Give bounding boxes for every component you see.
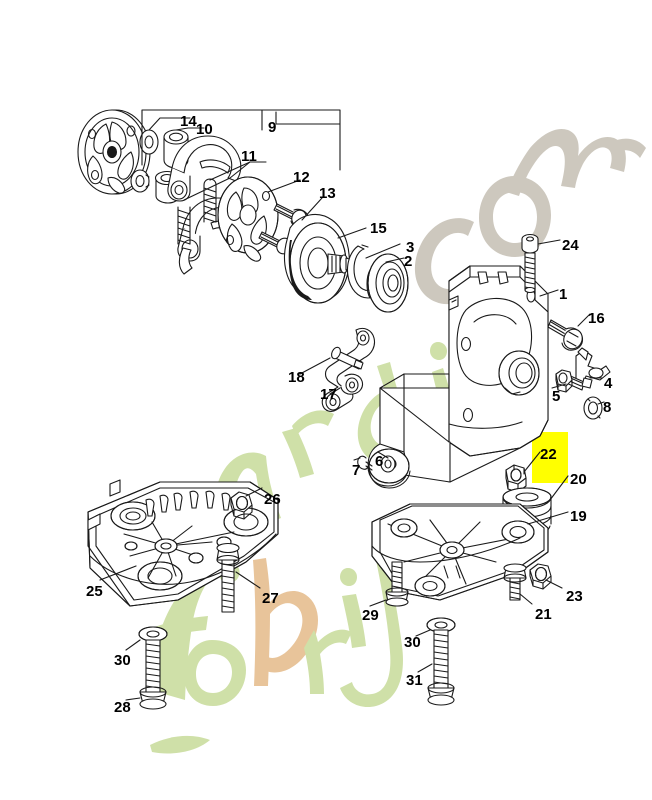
- hex-screw-28: [139, 639, 167, 710]
- compression-spring-20: [499, 487, 552, 547]
- callout-number-2-grooved-ball-bearing: 2: [404, 253, 413, 270]
- gear-housing-25: [87, 479, 279, 607]
- cheese-head-screw-24: [521, 233, 539, 294]
- callout-number-24-cheese-head-screw: 24: [562, 237, 579, 254]
- clutch-spider-plate: [77, 109, 151, 195]
- highlight-box-part-22: [532, 432, 568, 483]
- callout-number-8-washer: 8: [603, 399, 612, 416]
- cotter-pin-7: [357, 455, 373, 471]
- clutch-shoe-upper: [167, 135, 242, 202]
- callout-number-25-gear-housing: 25: [86, 583, 103, 600]
- callout-number-11-clutch-spring: 11: [241, 148, 257, 165]
- callout-number-5-nut: 5: [552, 388, 561, 405]
- spline-screw-16: [547, 319, 584, 351]
- callout-number-12-clutch-carrier: 12: [293, 169, 310, 186]
- callout-number-10-bush: 10: [196, 121, 213, 138]
- washer-6: [380, 455, 396, 473]
- hex-nut-26: [230, 491, 253, 520]
- clutch-drum-15: [283, 213, 353, 304]
- callout-number-15-clutch-drum: 15: [370, 220, 387, 237]
- callout-number-22-hex-nut: 22: [540, 446, 557, 463]
- washer-small-lower: [130, 169, 150, 193]
- tensioner-shaft-4: [563, 347, 611, 391]
- hex-nut-23: [529, 563, 552, 590]
- callout-number-17-clutch-lever: 17: [320, 386, 337, 403]
- callout-number-31-hex-screw: 31: [406, 672, 423, 689]
- callout-number-14-washer: 14: [180, 113, 197, 130]
- callout-number-18-clevis-pin: 18: [288, 369, 305, 386]
- callout-number-3-circlip: 3: [406, 239, 415, 256]
- callout-number-16-spline-screw: 16: [588, 310, 605, 327]
- callout-number-26-hex-nut: 26: [264, 491, 281, 508]
- callout-number-1-clutch-housing: 1: [559, 286, 568, 303]
- callout-number-6-washer: 6: [375, 453, 384, 470]
- washer-8: [583, 396, 603, 420]
- clutch-spring-lower: [177, 206, 191, 245]
- callout-number-30-washer: 30: [114, 652, 131, 669]
- hex-nut-22: [505, 464, 527, 493]
- callout-number-9-clutch-assembly: 9: [268, 119, 277, 136]
- hex-screw-27: [216, 542, 240, 613]
- hex-screw-29: [385, 561, 409, 607]
- callout-number-4-tensioner-shaft: 4: [604, 375, 613, 392]
- clutch-housing-1: [367, 265, 549, 489]
- nut-5: [555, 369, 573, 393]
- clevis-pin-18: [331, 346, 364, 370]
- callout-number-27-hex-screw: 27: [262, 590, 279, 607]
- hex-screw-31: [427, 629, 455, 706]
- grooved-ball-bearing-2: [366, 253, 409, 313]
- clutch-spring-upper: [203, 178, 217, 223]
- hex-screw-21: [503, 563, 527, 601]
- callout-number-20-compression-spring: 20: [570, 471, 587, 488]
- callout-number-7-cotter-pin: 7: [352, 462, 361, 479]
- callout-number-29-hex-screw: 29: [362, 607, 379, 624]
- callout-number-28-hex-screw: 28: [114, 699, 131, 716]
- callout-number-30-washer: 30: [404, 634, 421, 651]
- callout-number-19-support-bracket: 19: [570, 508, 587, 525]
- callout-number-13-pan-head-screw: 13: [319, 185, 336, 202]
- leader-lines: [99, 109, 605, 701]
- callout-number-21-hex-screw: 21: [535, 606, 552, 623]
- callout-number-23-hex-nut: 23: [566, 588, 583, 605]
